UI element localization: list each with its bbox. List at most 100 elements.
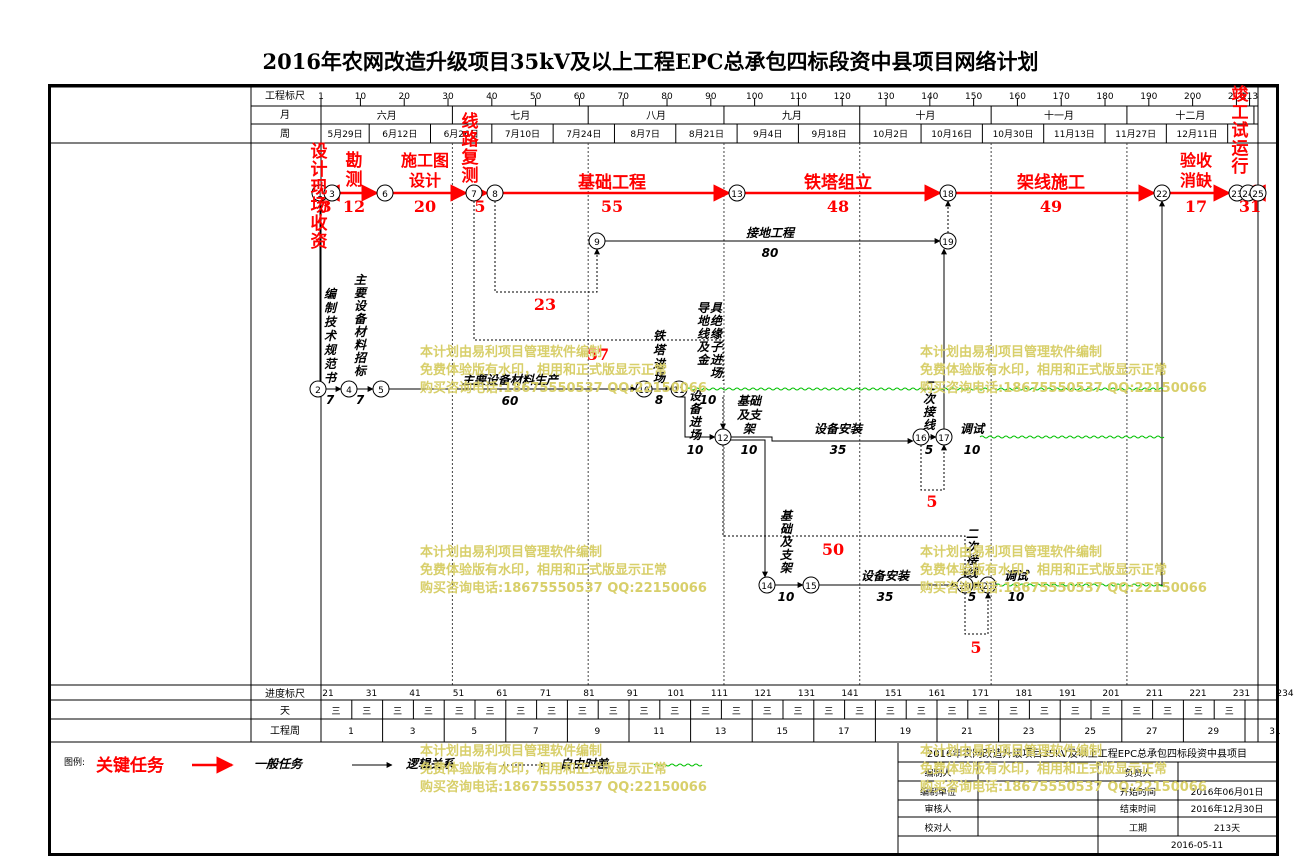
label-char: 材: [354, 325, 368, 339]
scale-tick-label: 70: [617, 92, 629, 102]
logic-arrow: [494, 201, 600, 293]
project-week-label: 27: [1146, 727, 1157, 737]
day-mark: 三: [763, 707, 772, 717]
label-char: 进: [653, 357, 667, 371]
event-node: 15: [802, 576, 820, 594]
task-name: 设备安装: [814, 422, 864, 436]
event-node-number: 24: [1242, 190, 1254, 200]
project-week-label: 11: [653, 727, 664, 737]
label-char: 路: [462, 129, 480, 150]
event-node-circle: [323, 184, 341, 202]
day-mark: 三: [701, 707, 710, 717]
event-node-circle: [979, 576, 997, 594]
scale-tick-label: 110: [790, 92, 807, 102]
event-node-number: 25: [1252, 190, 1263, 200]
event-node-circle: [486, 184, 504, 202]
label-char: 场: [689, 428, 703, 442]
week-label: 7月10日: [505, 129, 540, 140]
day-mark: 三: [331, 707, 340, 717]
task-name: 调试: [960, 422, 986, 436]
progress-tick-label: 111: [711, 689, 728, 699]
event-node-circle: [372, 380, 390, 398]
day-mark: 三: [886, 707, 895, 717]
week-label: 10月30日: [993, 129, 1034, 140]
free-float-line: [653, 763, 703, 767]
month-label: 十月: [915, 109, 935, 122]
progress-tick-label: 141: [841, 689, 858, 699]
event-node: 10: [635, 380, 653, 398]
day-mark: 三: [547, 707, 556, 717]
label-char: 次: [923, 392, 937, 406]
label-char: 规: [324, 343, 338, 357]
critical-task-duration: 12: [343, 197, 365, 216]
event-node-circle: [939, 232, 957, 250]
scale-tick-label: 20: [398, 92, 410, 102]
task-name: 调试: [1004, 569, 1030, 583]
event-node-number: 20: [959, 582, 971, 592]
general-task-arrow: [729, 439, 768, 578]
event-node: 17: [935, 428, 953, 446]
label-char: 勘: [346, 150, 363, 171]
infobox-project: 2016年农网改造升级项目35kV及以上工程EPC总承包四标段资中县项目: [927, 747, 1247, 760]
event-node: 14: [758, 576, 776, 594]
task-duration: 10: [778, 590, 795, 604]
day-mark: 三: [793, 707, 802, 717]
label-char: 线: [697, 327, 711, 341]
watermark: 本计划由易利项目管理软件编制 免费体验版有水印，相用和正式版显示正常 购买咨询电…: [420, 545, 707, 596]
event-node-number: 10: [638, 386, 650, 396]
event-node-number: 13: [731, 190, 742, 200]
label-char: 资: [311, 231, 328, 252]
infobox-value: 2016年06月01日: [1191, 786, 1264, 798]
label-char: 进: [689, 415, 703, 429]
day-mark: 三: [1163, 707, 1172, 717]
label-char: 塔: [653, 343, 667, 357]
month-label: 七月: [510, 110, 530, 122]
critical-task-duration: 5: [474, 197, 485, 216]
label-char: 支: [780, 548, 794, 562]
label-char: 线: [462, 111, 479, 132]
label-char: 础: [780, 522, 794, 536]
scale-tick-label: 30: [442, 92, 454, 102]
progress-tick-label: 234: [1276, 689, 1293, 699]
float-label: 57: [587, 345, 609, 364]
task-duration: 7: [356, 393, 365, 407]
event-node: 22: [1153, 184, 1171, 202]
event-node-number: 4: [346, 386, 352, 396]
scale-tick-label: 10: [355, 92, 367, 102]
day-mark: 三: [1225, 707, 1234, 717]
week-label: 11月27日: [1115, 129, 1156, 140]
logic-arrow: [722, 445, 968, 578]
project-week-label: 3: [410, 727, 416, 737]
event-node-circle: [340, 380, 358, 398]
scale-tick-label: 160: [1009, 92, 1026, 102]
month-label: 十一月: [1044, 109, 1074, 122]
progress-tick-label: 171: [972, 689, 989, 699]
week-label: 8月7日: [630, 129, 659, 140]
footer-row-label: 进度标尺: [265, 687, 305, 700]
scale-tick-label: 50: [530, 92, 542, 102]
event-node: 8: [486, 184, 504, 202]
infobox-label: 审核人: [924, 803, 951, 815]
task-duration: 10: [700, 393, 717, 407]
event-node-number: 12: [717, 434, 728, 444]
week-label: 7月24日: [566, 129, 601, 140]
progress-tick-label: 71: [540, 689, 551, 699]
task-duration: 5: [925, 443, 933, 457]
project-week-label: 21: [961, 727, 972, 737]
event-node-circle: [728, 184, 746, 202]
event-node: 19: [939, 232, 957, 250]
label-char: 二: [923, 379, 936, 393]
month-label: 十二月: [1175, 109, 1205, 122]
event-node-circle: [670, 380, 688, 398]
scale-tick-label: 190: [1140, 92, 1157, 102]
event-node-circle: [1153, 184, 1171, 202]
label-char: 技: [324, 315, 338, 329]
watermark: 本计划由易利项目管理软件编制 免费体验版有水印，相用和正式版显示正常 购买咨询电…: [420, 744, 707, 795]
day-mark: 三: [824, 707, 833, 717]
label-char: 主: [354, 273, 367, 287]
critical-task-name: 勘测: [346, 150, 363, 190]
